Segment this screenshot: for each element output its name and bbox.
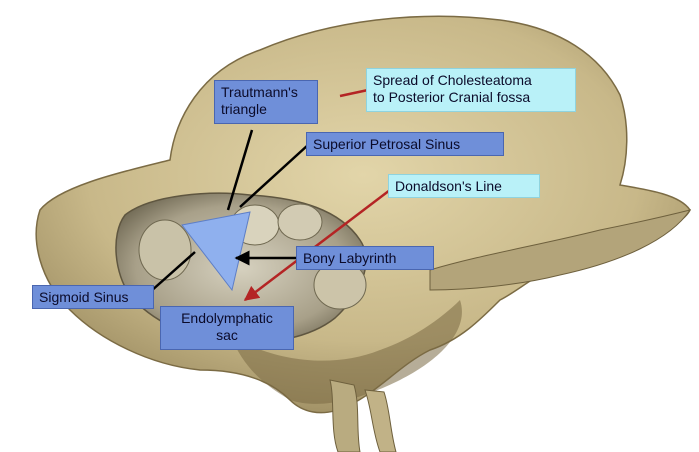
label-sigmoid-sinus: Sigmoid Sinus [32,285,154,309]
trautmann-line2: triangle [221,101,311,118]
spread-line1: Spread of Cholesteatoma [373,72,569,89]
labyrinth-bump-2 [278,204,322,240]
vessel-structure [330,380,360,452]
label-trautmanns-triangle: Trautmann's triangle [214,80,318,124]
label-superior-petrosal-sinus: Superior Petrosal Sinus [306,132,504,156]
sigmoid-bump [139,220,191,280]
label-bony-labyrinth: Bony Labyrinth [296,246,434,270]
label-spread-of-cholesteatoma: Spread of Cholesteatoma to Posterior Cra… [366,68,576,112]
endolymphatic-line2: sac [167,327,287,344]
label-donaldsons-line: Donaldson's Line [388,174,540,198]
trautmann-line1: Trautmann's [221,84,311,101]
spread-line2: to Posterior Cranial fossa [373,89,569,106]
endolymphatic-line1: Endolymphatic [167,310,287,327]
label-endolymphatic-sac: Endolymphatic sac [160,306,294,350]
vessel-structure-2 [365,390,396,452]
